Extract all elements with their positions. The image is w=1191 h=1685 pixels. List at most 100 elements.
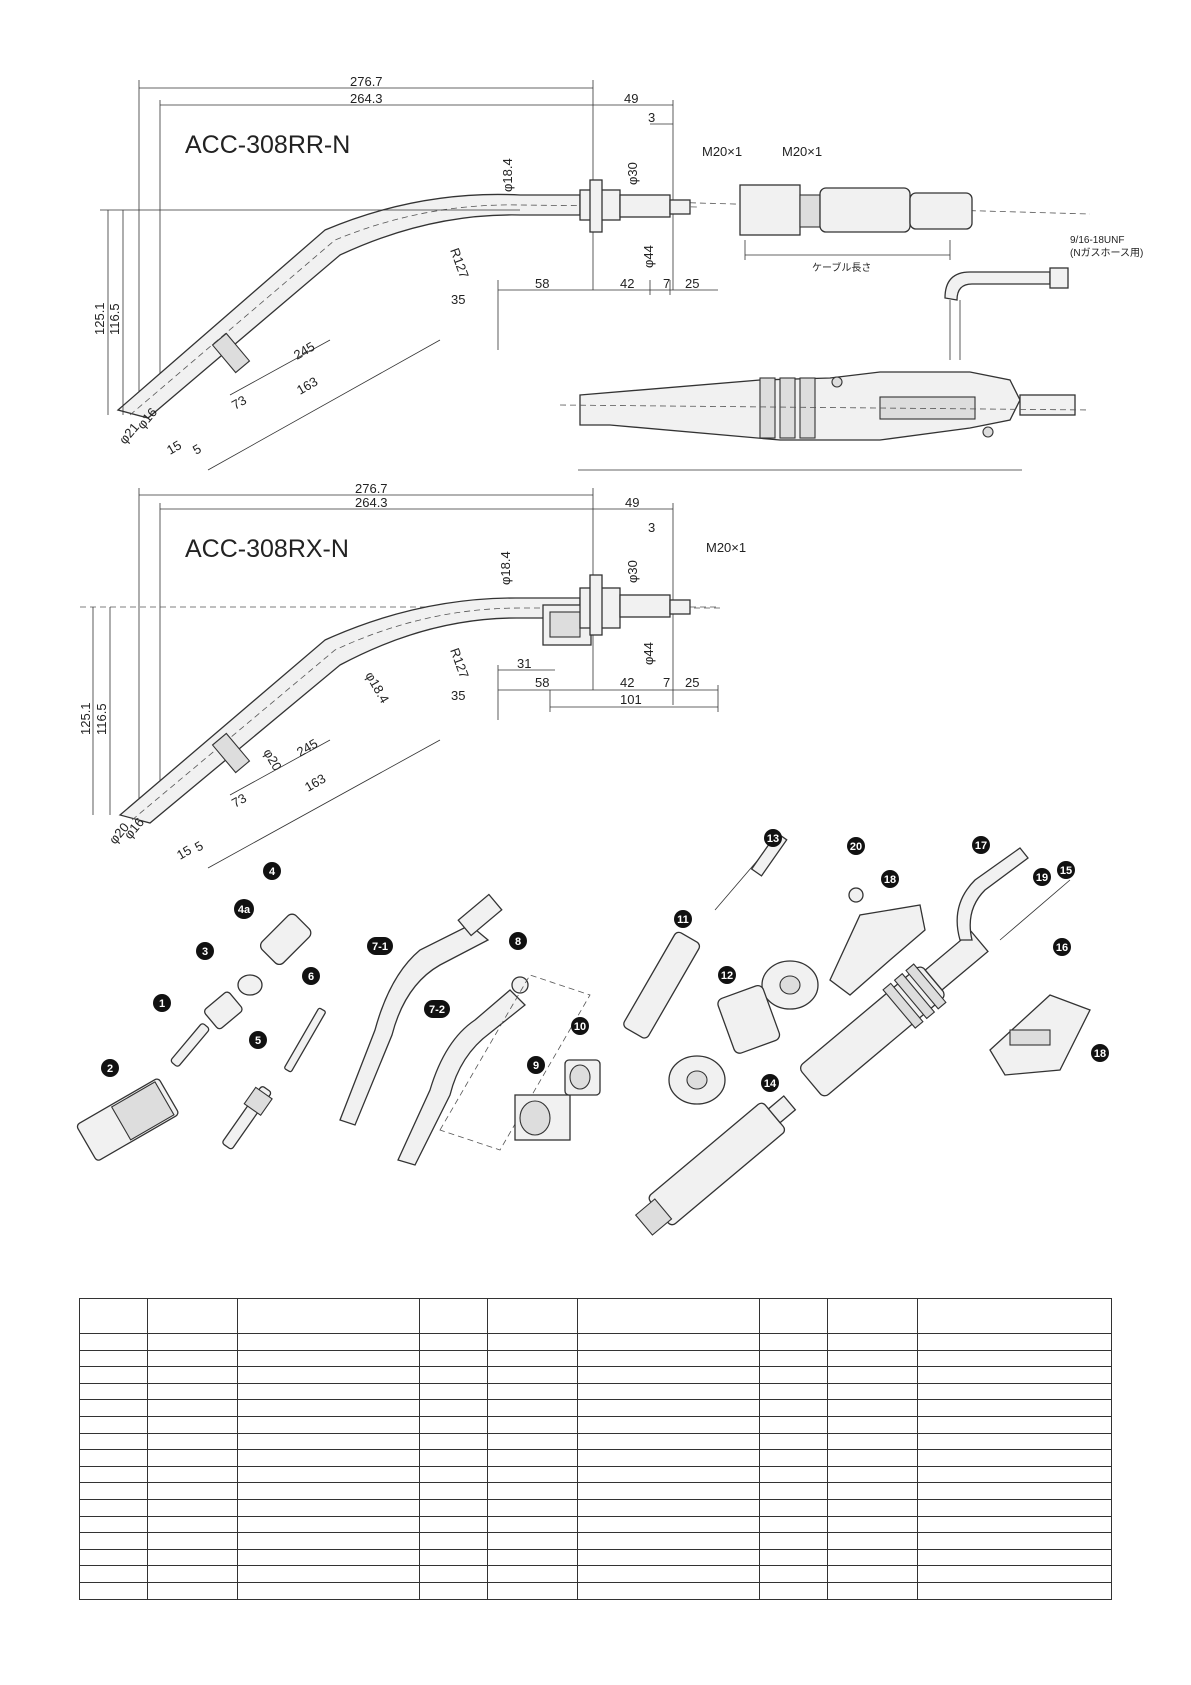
table-cell (147, 1382, 238, 1401)
table-cell (577, 1349, 760, 1368)
parts-table-body (79, 1333, 1112, 1600)
rx-dim-rear: 49 (625, 495, 639, 510)
rx-dia-20: φ20 (260, 746, 284, 773)
table-cell (147, 1465, 238, 1484)
table-cell (237, 1382, 420, 1401)
table-cell (79, 1482, 148, 1500)
rx-height-1165: 116.5 (94, 703, 109, 735)
table-row (79, 1465, 1112, 1484)
table-cell (487, 1415, 578, 1434)
table-cell (79, 1415, 148, 1434)
table-cell (237, 1515, 420, 1534)
table-cell (79, 1382, 148, 1401)
table-cell (147, 1333, 238, 1351)
table-row (79, 1366, 1112, 1384)
table-cell (487, 1366, 578, 1384)
table-cell (759, 1349, 828, 1368)
table-cell (827, 1482, 918, 1500)
rr-seg-42: 42 (620, 276, 634, 291)
rr-title: ACC-308RR-N (185, 131, 350, 159)
table-cell (419, 1532, 488, 1550)
table-cell (79, 1565, 148, 1583)
rx-dia-30: φ30 (625, 560, 640, 583)
table-cell (487, 1449, 578, 1467)
table-cell (577, 1565, 760, 1583)
header-cell (759, 1298, 828, 1334)
table-cell (147, 1349, 238, 1368)
table-cell (577, 1449, 760, 1467)
table-row (79, 1382, 1112, 1401)
table-cell (487, 1465, 578, 1484)
badge-11: 11 (677, 914, 689, 926)
part-tip-holder (204, 991, 243, 1030)
table-cell (827, 1449, 918, 1467)
table-cell (237, 1482, 420, 1500)
table-cell (79, 1399, 148, 1417)
table-cell (237, 1415, 420, 1434)
rr-len-15: 15 (164, 437, 184, 457)
table-cell (147, 1548, 238, 1567)
table-cell (827, 1382, 918, 1401)
table-cell (487, 1432, 578, 1451)
table-cell (759, 1449, 828, 1467)
table-cell (237, 1399, 420, 1417)
rr-height-1251: 125.1 (92, 302, 107, 335)
parts-table (79, 1298, 1112, 1600)
table-row (79, 1415, 1112, 1434)
rx-thread: M20×1 (706, 540, 746, 555)
table-cell (577, 1515, 760, 1534)
badge-7-2: 7-2 (429, 1004, 445, 1016)
table-cell (917, 1498, 1112, 1517)
badge-4a: 4a (238, 904, 251, 916)
table-cell (577, 1399, 760, 1417)
table-cell (759, 1382, 828, 1401)
table-cell (917, 1515, 1112, 1534)
table-cell (827, 1432, 918, 1451)
table-row (79, 1515, 1112, 1534)
badge-8: 8 (515, 936, 521, 948)
rx-dim-gap: 3 (648, 520, 655, 535)
table-cell (419, 1565, 488, 1583)
table-cell (827, 1532, 918, 1550)
part-gas-hose (956, 847, 1029, 941)
table-cell (487, 1382, 578, 1401)
table-cell (827, 1399, 918, 1417)
table-cell (827, 1415, 918, 1434)
part-neck-7-1 (339, 924, 490, 1126)
rx-len-245: 245 (294, 736, 320, 760)
table-cell (759, 1515, 828, 1534)
rx-len-5: 5 (192, 838, 206, 855)
table-cell (827, 1333, 918, 1351)
table-cell (419, 1333, 488, 1351)
rx-seg-42: 42 (620, 675, 634, 690)
table-cell (237, 1432, 420, 1451)
table-cell (147, 1366, 238, 1384)
part-contact-tip (170, 1023, 210, 1067)
part-badges: 1 2 3 4 4a 5 6 7-1 7-2 8 9 10 11 12 13 1… (101, 829, 1109, 1092)
rr-unf-note: (Nガスホース用) (1070, 247, 1143, 259)
table-cell (917, 1415, 1112, 1434)
rx-seg-31: 31 (517, 656, 531, 671)
table-cell (79, 1581, 148, 1600)
table-cell (759, 1432, 828, 1451)
rx-title: ACC-308RX-N (185, 535, 349, 563)
table-cell (147, 1415, 238, 1434)
badge-16: 16 (1056, 942, 1068, 954)
header-cell (827, 1298, 918, 1334)
table-cell (419, 1581, 488, 1600)
table-cell (827, 1548, 918, 1567)
rr-dia-184: φ18.4 (500, 158, 515, 192)
table-cell (917, 1565, 1112, 1583)
rr-height-1165: 116.5 (107, 303, 122, 335)
table-row (79, 1399, 1112, 1417)
table-cell (759, 1548, 828, 1567)
parts-table-header (79, 1298, 1112, 1334)
badge-12: 12 (721, 970, 733, 982)
table-cell (487, 1581, 578, 1600)
table-cell (759, 1565, 828, 1583)
table-cell (237, 1498, 420, 1517)
table-cell (577, 1548, 760, 1567)
table-cell (917, 1548, 1112, 1567)
table-cell (759, 1581, 828, 1600)
table-cell (79, 1498, 148, 1517)
